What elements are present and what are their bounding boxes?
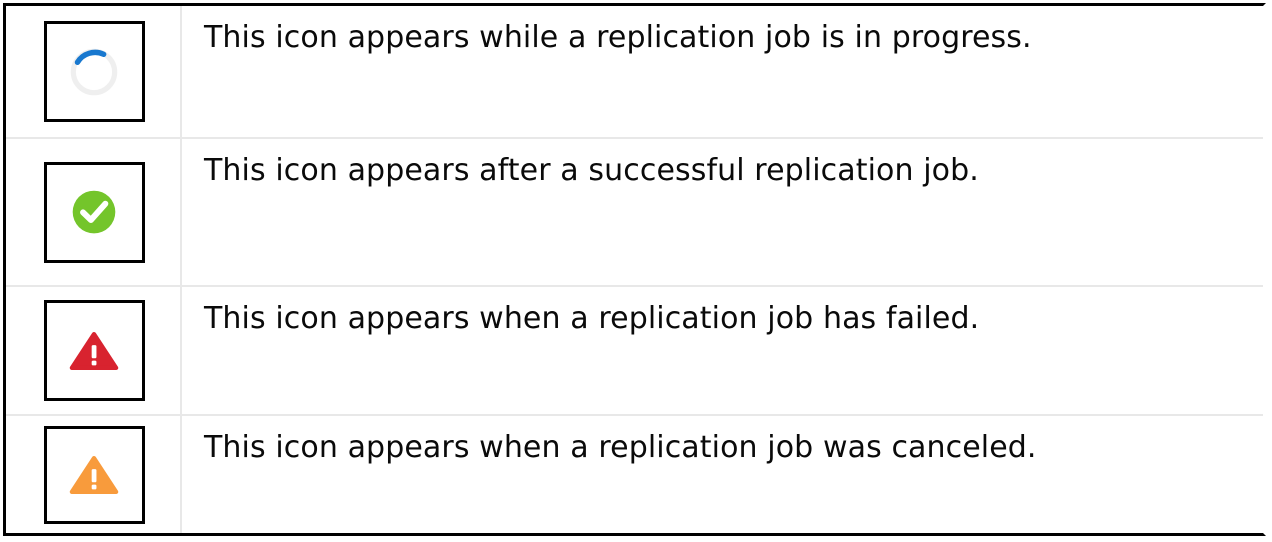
icon-frame (43, 300, 145, 401)
description-cell: This icon appears when a replication job… (182, 287, 1263, 414)
canceled-warning-triangle-icon (69, 455, 119, 494)
icon-frame (43, 21, 145, 122)
row-description: This icon appears when a replication job… (204, 430, 1037, 465)
row-description: This icon appears when a replication job… (204, 301, 980, 336)
icon-frame (43, 425, 145, 524)
success-check-circle-icon (72, 190, 116, 234)
icon-cell (6, 416, 182, 533)
spinner-in-progress-icon (70, 48, 118, 95)
table-row: This icon appears when a replication job… (6, 416, 1263, 533)
icon-cell (6, 287, 182, 414)
row-description: This icon appears after a successful rep… (204, 153, 979, 188)
description-cell: This icon appears after a successful rep… (182, 139, 1263, 285)
description-cell: This icon appears when a replication job… (182, 416, 1263, 533)
icon-legend-table: This icon appears while a replication jo… (3, 3, 1266, 536)
description-cell: This icon appears while a replication jo… (182, 6, 1263, 137)
icon-frame (43, 161, 145, 263)
table-row: This icon appears after a successful rep… (6, 139, 1263, 287)
row-description: This icon appears while a replication jo… (204, 20, 1032, 55)
icon-cell (6, 6, 182, 137)
icon-cell (6, 139, 182, 285)
table-row: This icon appears when a replication job… (6, 287, 1263, 416)
table-row: This icon appears while a replication jo… (6, 6, 1263, 139)
error-warning-triangle-icon (69, 331, 119, 370)
